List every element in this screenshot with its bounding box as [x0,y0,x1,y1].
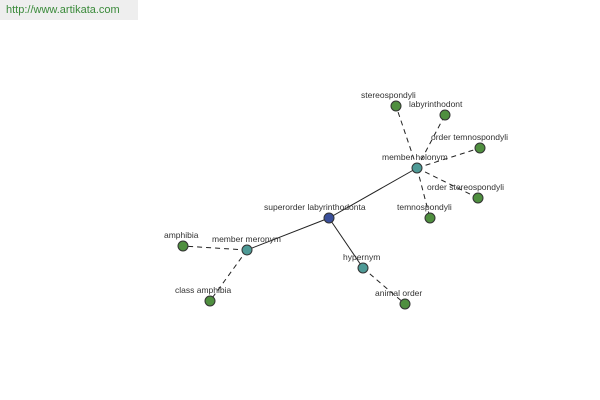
label-temnospondyli: temnospondyli [397,202,452,212]
node-amphibia[interactable] [177,240,189,252]
edge-hypernym-animal-order [362,267,406,305]
node-class-amphibia[interactable] [204,295,216,307]
edge-meronym-class-amphibia [209,249,248,302]
label-center: superorder labyrinthodonta [264,202,366,212]
node-member-meronym[interactable] [241,244,253,256]
label-member-holonym: member holonym [382,152,448,162]
node-temnospondyli[interactable] [424,212,436,224]
node-labyrinthodont[interactable] [439,109,451,121]
edge-center-member-holonym [328,167,418,219]
node-center[interactable] [323,212,335,224]
node-animal-order[interactable] [399,298,411,310]
node-stereospondyli[interactable] [390,100,402,112]
edge-meronym-amphibia [182,245,248,251]
node-order-temnospondyli[interactable] [474,142,486,154]
source-url[interactable]: http://www.artikata.com [6,4,120,16]
label-stereospondyli: stereospondyli [361,90,416,100]
node-order-stereospondyli[interactable] [472,192,484,204]
node-member-holonym[interactable] [411,162,423,174]
label-class-amphibia: class amphibia [175,285,231,295]
edge-holonym-labyrinthodont [416,114,446,169]
label-labyrinthodont: labyrinthodont [409,99,463,109]
label-order-temnospondyli: order temnospondyli [431,132,508,142]
label-hypernym: hypernym [343,252,380,262]
label-member-meronym: member meronym [212,234,281,244]
node-hypernym[interactable] [357,262,369,274]
edge-holonym-order-stereospondyli [416,167,479,199]
edge-center-hypernym [328,217,364,269]
label-animal-order: animal order [375,288,422,298]
edge-holonym-stereospondyli [395,105,418,169]
edge-holonym-order-temnospondyli [416,147,481,169]
url-banner: http://www.artikata.com [0,0,138,20]
label-order-stereospondyli: order stereospondyli [427,182,504,192]
edge-center-member-meronym [246,217,330,251]
label-amphibia: amphibia [164,230,199,240]
